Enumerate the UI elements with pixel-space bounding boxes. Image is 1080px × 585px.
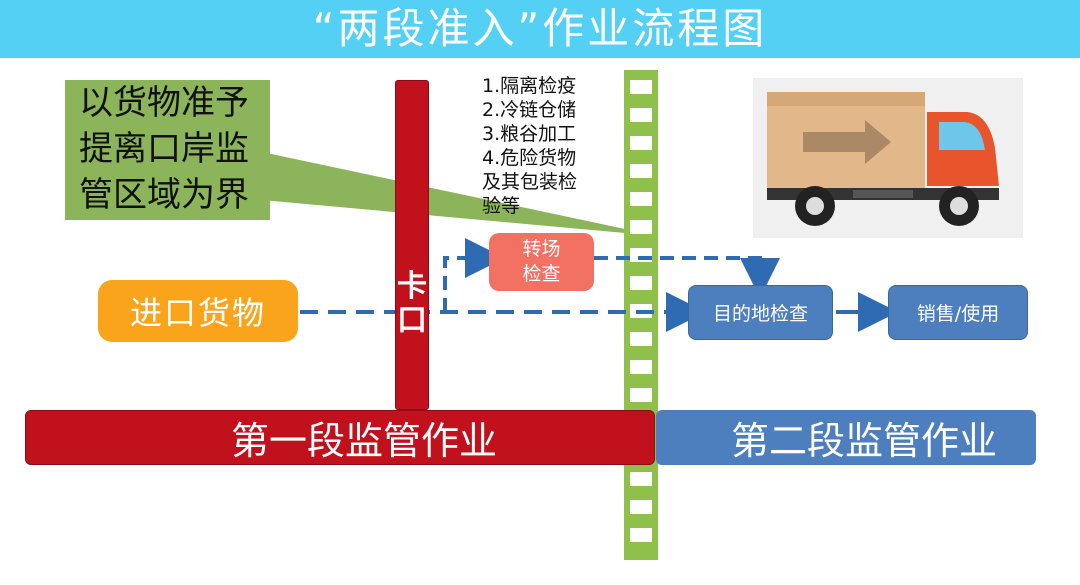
rail-dash xyxy=(630,472,652,486)
truck-illustration xyxy=(753,78,1023,238)
rail-dash xyxy=(630,276,652,290)
transfer-check-node: 转场 检查 xyxy=(489,233,594,291)
rail-dash xyxy=(630,80,652,94)
first-phase-bar: 第一段监管作业 xyxy=(25,410,655,465)
truck-cargo-top xyxy=(767,92,925,106)
rail-dash xyxy=(630,332,652,346)
checks-list: 1.隔离检疫 2.冷链仓储 3.粮谷加工 4.危险货物 及其包装检 验等 xyxy=(482,74,577,218)
checks-list-item: 验等 xyxy=(482,195,521,217)
checkpoint-label: 卡口 xyxy=(397,269,427,338)
callout-line-3: 管区域为界 xyxy=(79,175,249,215)
truck-tank xyxy=(853,190,913,198)
import-goods-label: 进口货物 xyxy=(129,294,266,332)
rail-dash xyxy=(630,360,652,374)
rail-dash xyxy=(630,136,652,150)
destination-check-node: 目的地检查 xyxy=(688,285,833,340)
first-phase-label: 第一段监管作业 xyxy=(231,419,498,463)
checks-list-item: 及其包装检 xyxy=(482,171,578,193)
truck-window xyxy=(939,122,985,150)
import-goods-node: 进口货物 xyxy=(98,280,298,342)
boundary-callout: 以货物准予 提离口岸监 管区域为界 xyxy=(65,80,270,220)
checks-list-item: 2.冷链仓储 xyxy=(482,99,577,121)
transfer-check-label-line2: 检查 xyxy=(522,263,561,285)
rail-dash xyxy=(630,388,652,402)
arrow-icon xyxy=(803,120,891,164)
sale-use-node: 销售/使用 xyxy=(888,285,1028,340)
rail-dash xyxy=(630,528,652,542)
destination-check-label: 目的地检查 xyxy=(712,303,808,325)
rail-dash xyxy=(630,192,652,206)
checkpoint-post xyxy=(395,80,429,410)
truck-hubcap xyxy=(950,197,968,215)
arrow-transfer-to-destination xyxy=(594,256,780,298)
page-title: “两段准入”作业流程图 xyxy=(312,4,768,53)
arrow-to-transfer-check xyxy=(443,238,505,312)
rail-dash xyxy=(630,220,652,234)
rail-dash xyxy=(630,500,652,514)
delivery-truck-icon xyxy=(767,92,999,226)
rail-dash xyxy=(630,164,652,178)
callout-wedge xyxy=(262,152,658,236)
checks-list-item: 1.隔离检疫 xyxy=(482,75,577,97)
second-phase-bar: 第二段监管作业 xyxy=(656,410,1036,465)
checks-list-item: 3.粮谷加工 xyxy=(482,123,577,145)
transfer-check-label-line1: 转场 xyxy=(522,238,561,260)
rail-dash xyxy=(630,108,652,122)
title-bar: “两段准入”作业流程图 xyxy=(0,0,1080,58)
callout-line-2: 提离口岸监 xyxy=(79,129,249,169)
callout-line-1: 以货物准予 xyxy=(79,83,249,123)
truck-hubcap xyxy=(806,197,824,215)
checks-list-item: 4.危险货物 xyxy=(482,147,577,169)
sale-use-label: 销售/使用 xyxy=(916,303,1000,325)
second-phase-label: 第二段监管作业 xyxy=(731,419,998,463)
